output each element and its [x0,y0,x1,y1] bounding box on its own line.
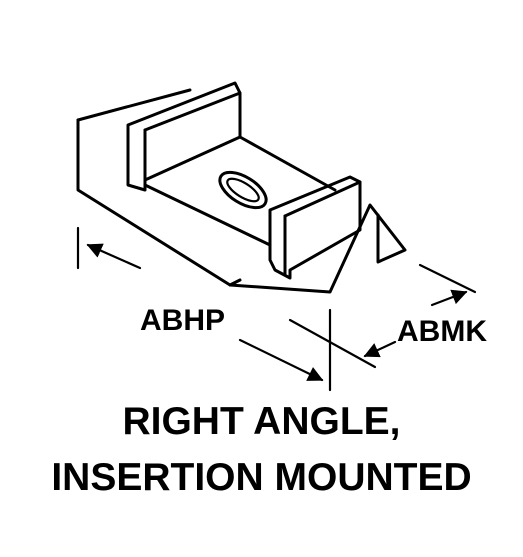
mounting-slot [218,170,268,210]
base-plate [76,88,407,294]
caption-line-1: RIGHT ANGLE, [122,400,401,443]
bracket-floor [143,135,337,247]
caption-line-2: INSERTION MOUNTED [51,456,472,499]
dimension-abmk [288,263,477,369]
right-flange [268,175,362,280]
dimension-abhp [76,226,332,392]
dimension-label-abhp: ABHP [140,304,225,337]
left-flange [126,81,242,192]
dimension-label-abmk: ABMK [397,315,487,348]
